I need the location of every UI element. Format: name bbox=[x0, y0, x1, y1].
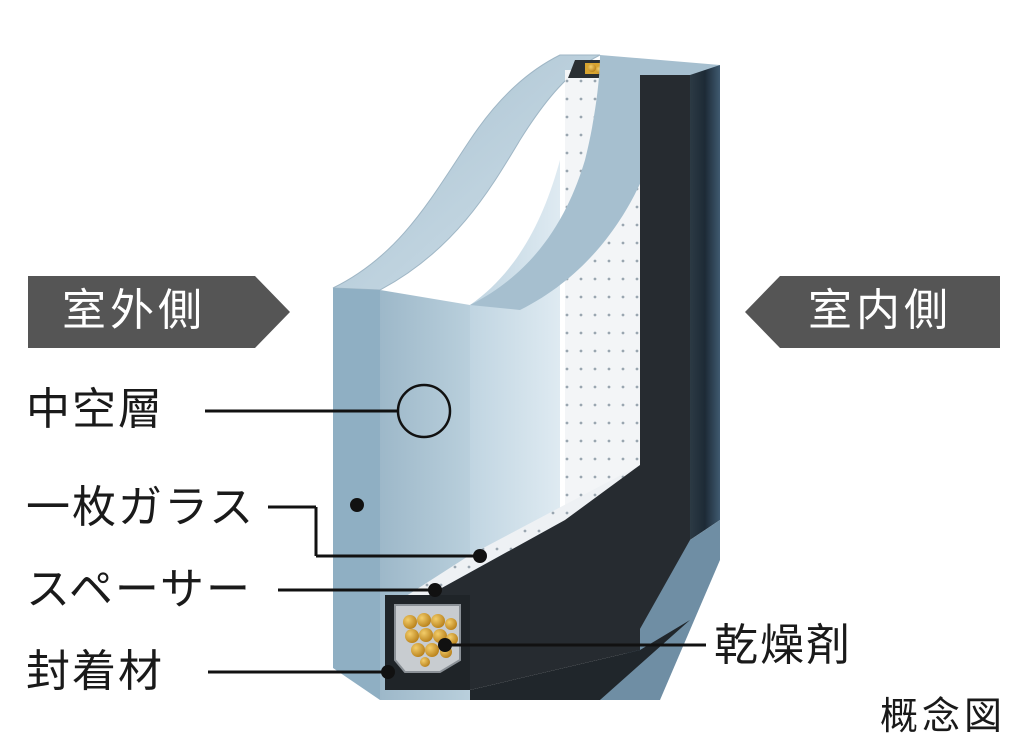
outdoor-side-label: 室外側 bbox=[62, 285, 206, 336]
single-glass-label: 一枚ガラス bbox=[26, 482, 256, 533]
indoor-glass-pane bbox=[400, 55, 720, 700]
hollow-layer-label: 中空層 bbox=[26, 384, 164, 435]
spacer-cross-section bbox=[385, 595, 470, 690]
desiccant-label: 乾燥剤 bbox=[714, 620, 852, 671]
leader-dots bbox=[350, 498, 487, 679]
sealant-label: 封着材 bbox=[26, 646, 164, 697]
indoor-side-label: 室内側 bbox=[808, 285, 952, 336]
spacer-label: スペーサー bbox=[26, 564, 253, 615]
indoor-arrow bbox=[745, 276, 1000, 348]
outdoor-arrow bbox=[28, 276, 290, 348]
concept-diagram-note: 概念図 bbox=[880, 694, 1007, 738]
leader-lines bbox=[205, 383, 706, 674]
